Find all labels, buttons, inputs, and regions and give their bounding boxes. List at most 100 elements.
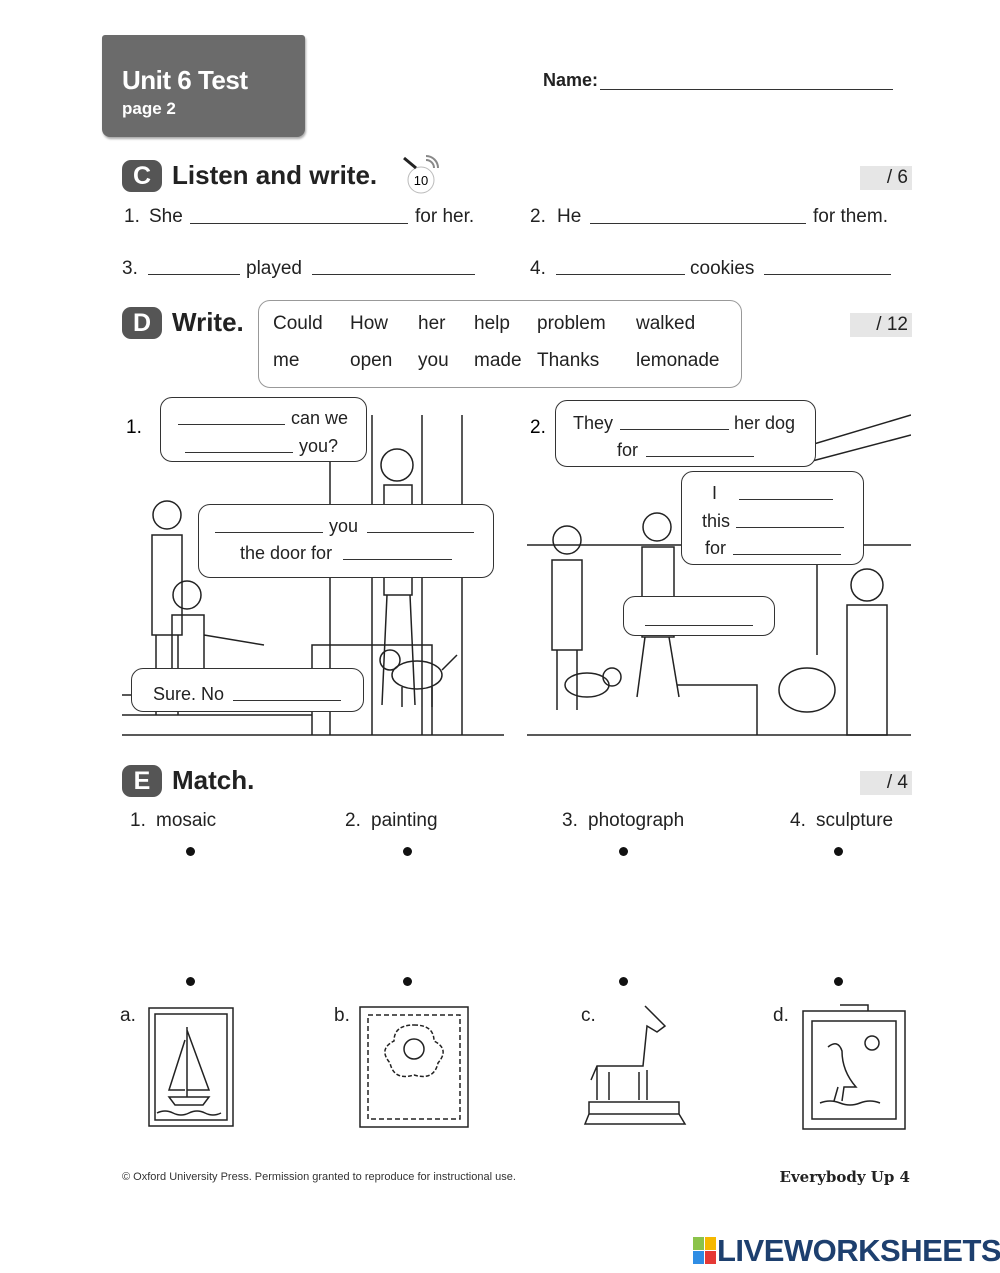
answer-blank[interactable] bbox=[739, 499, 833, 500]
word-bank-word: help bbox=[474, 313, 510, 334]
answer-blank[interactable] bbox=[148, 274, 240, 275]
picture-letter: a. bbox=[120, 1005, 136, 1026]
word-bank-word: How bbox=[350, 313, 389, 334]
section-c-badge: C bbox=[122, 160, 162, 192]
section-c-score: / 6 bbox=[860, 166, 912, 190]
speech-bubble bbox=[555, 400, 816, 467]
brand-name: LIVEWORKSHEETS bbox=[717, 1233, 1000, 1268]
answer-blank[interactable] bbox=[736, 527, 844, 528]
bubble-text: can we bbox=[291, 408, 349, 428]
word-bank-word: lemonade bbox=[636, 350, 720, 371]
section-d-title: Write. bbox=[172, 307, 244, 337]
copyright-text: © Oxford University Press. Permission gr… bbox=[122, 1171, 516, 1183]
answer-blank[interactable] bbox=[733, 554, 841, 555]
live-logo-icon bbox=[693, 1237, 716, 1264]
match-word: photograph bbox=[588, 810, 685, 831]
bubble-text: They bbox=[573, 413, 614, 433]
item-text: for them. bbox=[813, 206, 888, 227]
match-dot-bottom[interactable] bbox=[619, 977, 628, 986]
speech-bubble bbox=[160, 397, 367, 462]
section-c-title: Listen and write. bbox=[172, 160, 378, 190]
word-bank-word: made bbox=[474, 350, 522, 371]
answer-blank[interactable] bbox=[646, 456, 754, 457]
section-e-badge: E bbox=[122, 765, 162, 797]
match-word-number: 2. bbox=[345, 810, 361, 831]
painting-dinosaur-image bbox=[802, 1004, 906, 1130]
item-text: cookies bbox=[690, 258, 755, 279]
bubble-text: this bbox=[702, 511, 731, 531]
picture-letter: c. bbox=[581, 1005, 596, 1026]
item-number: 2. bbox=[530, 206, 546, 227]
book-title: Everybody Up 4 bbox=[779, 1168, 910, 1186]
section-d-badge: D bbox=[122, 307, 162, 339]
word-bank-word: her bbox=[418, 313, 446, 334]
bubble-text: I bbox=[712, 483, 718, 503]
answer-blank[interactable] bbox=[190, 223, 408, 224]
word-bank-word: open bbox=[350, 350, 393, 371]
answer-blank[interactable] bbox=[590, 223, 806, 224]
picture-letter: d. bbox=[773, 1005, 789, 1026]
bubble-text: you? bbox=[299, 436, 339, 456]
word-bank bbox=[258, 300, 742, 388]
match-word: mosaic bbox=[156, 810, 217, 831]
answer-blank[interactable] bbox=[367, 532, 474, 533]
word-bank-word: walked bbox=[636, 313, 696, 334]
bubble-text: the door for bbox=[240, 543, 333, 563]
speech-bubble bbox=[198, 504, 494, 578]
word-bank-word: you bbox=[418, 350, 449, 371]
answer-blank[interactable] bbox=[556, 274, 685, 275]
answer-blank[interactable] bbox=[312, 274, 475, 275]
name-input[interactable] bbox=[600, 89, 893, 90]
match-dot-top[interactable] bbox=[403, 847, 412, 856]
item-number: 1. bbox=[124, 206, 140, 227]
match-dot-bottom[interactable] bbox=[403, 977, 412, 986]
item-number: 4. bbox=[530, 258, 546, 279]
match-dot-bottom[interactable] bbox=[834, 977, 843, 986]
horse-sculpture-image bbox=[583, 1005, 687, 1125]
item-number: 3. bbox=[122, 258, 138, 279]
speech-bubble bbox=[681, 471, 864, 565]
match-dot-top[interactable] bbox=[834, 847, 843, 856]
bubble-text: Sure. No bbox=[153, 684, 225, 704]
painting-sailboat-image bbox=[148, 1007, 234, 1127]
answer-blank[interactable] bbox=[343, 559, 452, 560]
item-text: She bbox=[149, 206, 183, 227]
answer-blank[interactable] bbox=[764, 274, 891, 275]
speech-bubble bbox=[623, 596, 775, 636]
item-text: for her. bbox=[415, 206, 475, 227]
audio-track-icon[interactable]: 10 bbox=[400, 154, 442, 194]
word-bank-word: problem bbox=[537, 313, 606, 334]
match-dot-top[interactable] bbox=[186, 847, 195, 856]
match-word: painting bbox=[371, 810, 438, 831]
answer-blank[interactable] bbox=[620, 429, 729, 430]
track-number: 10 bbox=[414, 173, 428, 188]
match-word-number: 1. bbox=[130, 810, 146, 831]
section-e-score: / 4 bbox=[860, 771, 912, 795]
unit-title: Unit 6 Test bbox=[122, 65, 248, 95]
name-label: Name: bbox=[543, 70, 599, 90]
liveworksheets-logo[interactable]: LIVEWORKSHEETS bbox=[693, 1233, 1000, 1269]
unit-header: Unit 6 Test page 2 bbox=[102, 35, 305, 137]
bubble-text: for bbox=[705, 538, 727, 558]
answer-blank[interactable] bbox=[233, 700, 341, 701]
answer-blank[interactable] bbox=[178, 424, 285, 425]
word-bank-word: Thanks bbox=[537, 350, 600, 371]
item-text: played bbox=[246, 258, 302, 279]
match-word-number: 4. bbox=[790, 810, 806, 831]
page-subtitle: page 2 bbox=[122, 99, 176, 118]
bubble-text: you bbox=[329, 516, 359, 536]
speech-bubble bbox=[131, 668, 364, 712]
answer-blank[interactable] bbox=[645, 625, 753, 626]
answer-blank[interactable] bbox=[185, 452, 293, 453]
mosaic-flower-image bbox=[359, 1006, 469, 1128]
match-word-number: 3. bbox=[562, 810, 578, 831]
item-text: He bbox=[557, 206, 582, 227]
match-word: sculpture bbox=[816, 810, 894, 831]
match-dot-top[interactable] bbox=[619, 847, 628, 856]
answer-blank[interactable] bbox=[215, 532, 323, 533]
match-dot-bottom[interactable] bbox=[186, 977, 195, 986]
bubble-text: her dog bbox=[734, 413, 796, 433]
picture-number: 2. bbox=[530, 417, 546, 438]
picture-letter: b. bbox=[334, 1005, 350, 1026]
section-e-title: Match. bbox=[172, 765, 255, 795]
